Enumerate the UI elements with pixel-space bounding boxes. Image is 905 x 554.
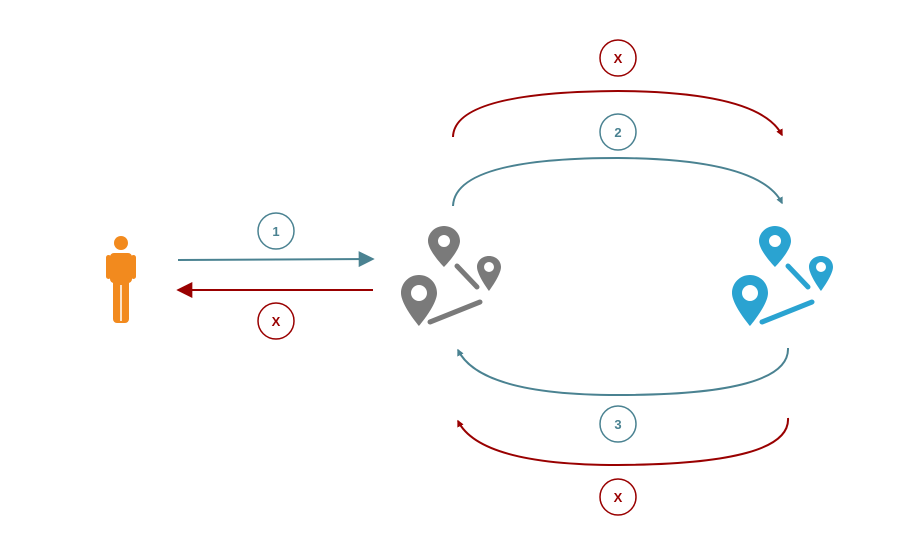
error-label: X [614,51,623,66]
error-badge-client: X [257,302,295,340]
error-return-arc [457,417,790,467]
request-arrow [177,251,375,268]
step-label: 2 [614,125,621,140]
step-badge-1: 1 [257,212,295,250]
error-badge-bottom: X [599,478,637,516]
person-icon [106,236,136,323]
forward-request-arc [452,156,783,207]
forward-error-arc [452,89,783,138]
map-pins-icon [401,226,501,326]
step-label: 1 [272,224,279,239]
error-label: X [272,314,281,329]
step-label: 3 [614,417,621,432]
map-pins-icon [732,226,833,326]
response-arc [457,347,790,397]
step-badge-3: 3 [599,405,637,443]
error-label: X [614,490,623,505]
step-badge-2: 2 [599,113,637,151]
error-badge-top: X [599,39,637,77]
